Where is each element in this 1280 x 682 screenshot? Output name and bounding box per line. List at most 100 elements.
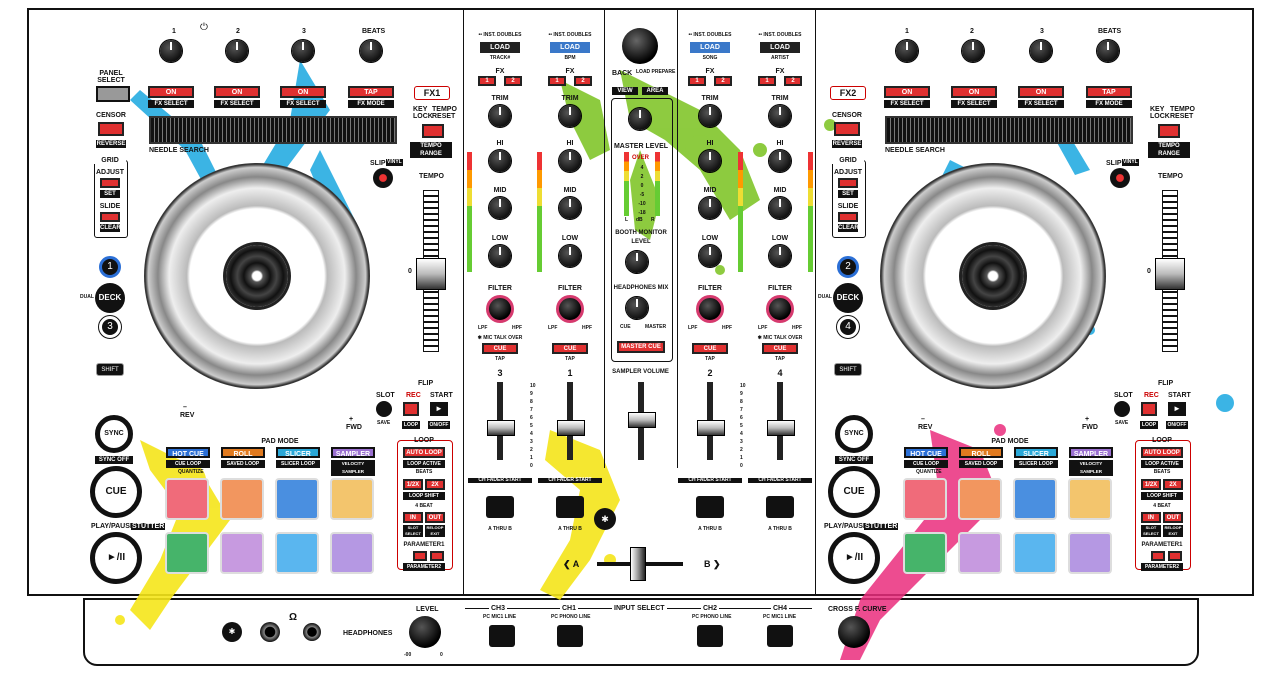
ch4-load-button[interactable]: LOAD — [760, 42, 800, 53]
ch4-input-switch[interactable] — [767, 625, 793, 647]
ch1-channel-fader[interactable] — [557, 420, 585, 436]
slip-button-right[interactable] — [1110, 168, 1130, 188]
sampler-volume-fader[interactable] — [628, 412, 656, 428]
ch3-trim-knob[interactable] — [489, 105, 511, 127]
loop-in-button-right[interactable]: IN — [1141, 512, 1161, 523]
fx1-knob-2[interactable] — [226, 40, 248, 62]
roll-mode-button-right[interactable]: ROLL — [959, 447, 1003, 458]
left-pad-3[interactable] — [275, 478, 319, 520]
ch2-hi-knob[interactable] — [699, 150, 721, 172]
ch3-cue-button[interactable]: CUE — [482, 343, 518, 354]
fx2-on-button-3[interactable]: ON — [1018, 86, 1064, 98]
view-button[interactable]: VIEW — [612, 87, 638, 95]
ch3-low-knob[interactable] — [489, 245, 511, 267]
needle-search-strip-right[interactable] — [885, 116, 1133, 144]
ch2-low-knob[interactable] — [699, 245, 721, 267]
left-pad-5[interactable] — [165, 532, 209, 574]
fx1-on-button-2[interactable]: ON — [214, 86, 260, 98]
ch1-filter-knob[interactable] — [556, 295, 584, 323]
left-pad-7[interactable] — [275, 532, 319, 574]
right-pad-1[interactable] — [903, 478, 947, 520]
deck-button-right[interactable]: DECK — [833, 283, 863, 313]
needle-search-strip[interactable] — [149, 116, 397, 144]
ch3-filter-knob[interactable] — [486, 295, 514, 323]
tempo-slider[interactable] — [416, 258, 446, 290]
ch1-cue-button[interactable]: CUE — [552, 343, 588, 354]
fx2-on-button-2[interactable]: ON — [951, 86, 997, 98]
grid-adjust-button[interactable] — [100, 178, 120, 188]
ch3-crossfader-assign[interactable] — [486, 496, 514, 518]
ch2-cue-button[interactable]: CUE — [692, 343, 728, 354]
deck-3-button[interactable]: 3 — [98, 315, 122, 339]
auto-loop-button[interactable]: AUTO LOOP — [403, 447, 445, 458]
ch3-mid-knob[interactable] — [489, 197, 511, 219]
ch3-input-switch[interactable] — [489, 625, 515, 647]
play-pause-button-right[interactable]: ►/II — [828, 532, 880, 584]
sync-button[interactable]: SYNC — [95, 415, 133, 453]
headphone-jack-small[interactable] — [303, 623, 321, 641]
ch2-load-button[interactable]: LOAD — [690, 42, 730, 53]
ch3-load-button[interactable]: LOAD — [480, 42, 520, 53]
left-pad-4[interactable] — [330, 478, 374, 520]
fx1-tap-button[interactable]: TAP — [348, 86, 394, 98]
ch2-trim-knob[interactable] — [699, 105, 721, 127]
hot-cue-mode-button-right[interactable]: HOT CUE — [904, 447, 948, 458]
ch1-input-switch[interactable] — [557, 625, 583, 647]
deck-1-button[interactable]: 1 — [99, 256, 121, 278]
fx2-knob-2[interactable] — [962, 40, 984, 62]
deck-4-button[interactable]: 4 — [836, 315, 860, 339]
ch1-fx2-button[interactable]: 2 — [574, 76, 592, 86]
sampler-mode-button-right[interactable]: SAMPLER — [1069, 447, 1113, 458]
headphones-mix-knob[interactable] — [626, 297, 648, 319]
rec-button[interactable] — [403, 402, 419, 416]
left-pad-2[interactable] — [220, 478, 264, 520]
master-level-knob[interactable] — [629, 108, 651, 130]
loop-half-button[interactable]: 1/2X — [403, 479, 423, 490]
start-button[interactable]: ► — [430, 402, 448, 416]
sync-button-right[interactable]: SYNC — [835, 415, 873, 453]
ch2-mid-knob[interactable] — [699, 197, 721, 219]
slot-knob-right[interactable] — [1114, 401, 1130, 417]
hot-cue-mode-button[interactable]: HOT CUE — [166, 447, 210, 458]
left-pad-6[interactable] — [220, 532, 264, 574]
fx2-beats-knob[interactable] — [1097, 40, 1119, 62]
key-lock-button-right[interactable] — [1158, 124, 1180, 138]
headphone-level-knob[interactable] — [409, 616, 441, 648]
parameter-right-button[interactable] — [430, 551, 444, 561]
grid-slide-button-right[interactable] — [838, 212, 858, 222]
key-lock-button[interactable] — [422, 124, 444, 138]
play-pause-button[interactable]: ►/II — [90, 532, 142, 584]
censor-button[interactable] — [98, 122, 124, 136]
cross-f-curve-knob[interactable] — [838, 616, 870, 648]
ch1-low-knob[interactable] — [559, 245, 581, 267]
ch4-trim-knob[interactable] — [769, 105, 791, 127]
ch3-channel-fader[interactable] — [487, 420, 515, 436]
parameter-left-button[interactable] — [413, 551, 427, 561]
ch2-channel-fader[interactable] — [697, 420, 725, 436]
ch1-trim-knob[interactable] — [559, 105, 581, 127]
shift-button-right[interactable]: SHIFT — [834, 363, 862, 376]
ch1-fx1-button[interactable]: 1 — [548, 76, 566, 86]
right-pad-8[interactable] — [1068, 532, 1112, 574]
cue-button-right[interactable]: CUE — [828, 466, 880, 518]
right-pad-7[interactable] — [1013, 532, 1057, 574]
loop-out-button[interactable]: OUT — [425, 512, 445, 523]
slicer-mode-button[interactable]: SLICER — [276, 447, 320, 458]
ch2-filter-knob[interactable] — [696, 295, 724, 323]
shift-button[interactable]: SHIFT — [96, 363, 124, 376]
ch1-hi-knob[interactable] — [559, 150, 581, 172]
ch4-crossfader-assign[interactable] — [766, 496, 794, 518]
auto-loop-button-right[interactable]: AUTO LOOP — [1141, 447, 1183, 458]
loop-double-button[interactable]: 2X — [425, 479, 445, 490]
fx2-on-button-1[interactable]: ON — [884, 86, 930, 98]
right-pad-2[interactable] — [958, 478, 1002, 520]
censor-button-right[interactable] — [834, 122, 860, 136]
booth-monitor-knob[interactable] — [626, 251, 648, 273]
ch2-fx2-button[interactable]: 2 — [714, 76, 732, 86]
panel-select-button[interactable] — [96, 86, 130, 102]
ch4-filter-knob[interactable] — [766, 295, 794, 323]
start-button-right[interactable]: ► — [1168, 402, 1186, 416]
loop-out-button-right[interactable]: OUT — [1163, 512, 1183, 523]
fx2-tap-button[interactable]: TAP — [1086, 86, 1132, 98]
fx1-on-button-3[interactable]: ON — [280, 86, 326, 98]
